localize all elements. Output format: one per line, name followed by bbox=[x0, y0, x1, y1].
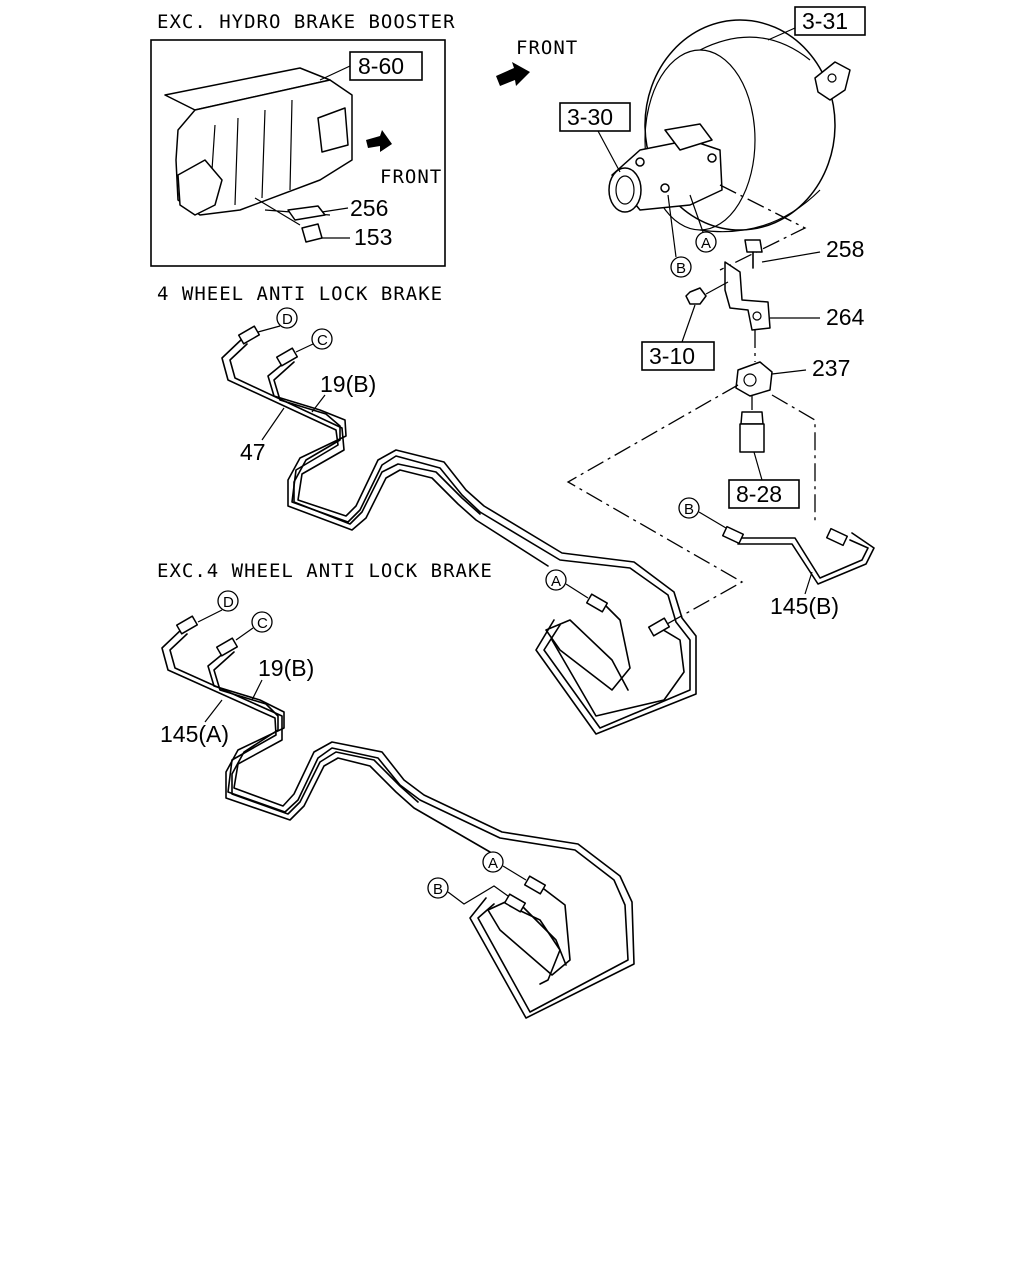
exc-abs-title: EXC.4 WHEEL ANTI LOCK BRAKE bbox=[157, 560, 493, 582]
hydro-booster-title: EXC. HYDRO BRAKE BOOSTER bbox=[157, 11, 456, 33]
connector-a-label-booster: A bbox=[701, 235, 711, 252]
part-19b-exc: 19(B) bbox=[258, 655, 314, 681]
connector-d-label-exc: D bbox=[223, 594, 234, 611]
bolt-258-illustration bbox=[744, 239, 763, 269]
connector-c-label-exc: C bbox=[257, 615, 268, 632]
front-label-top: FRONT bbox=[516, 37, 578, 59]
front-arrow-inset-icon bbox=[366, 130, 392, 152]
connector-a-exc bbox=[482, 851, 504, 873]
part-19b-abs: 19(B) bbox=[320, 371, 376, 397]
connector-d-exc bbox=[217, 590, 239, 612]
abs-pipes-illustration bbox=[221, 325, 697, 735]
part-153: 153 bbox=[354, 224, 392, 250]
ref-box-8-28 bbox=[728, 479, 800, 509]
ref-8-28: 8-28 bbox=[736, 481, 782, 507]
ref-box-3-31 bbox=[794, 6, 866, 36]
ref-box-3-30 bbox=[559, 102, 631, 132]
connector-b-label-booster: B bbox=[676, 260, 686, 277]
bracket-264-illustration bbox=[724, 261, 771, 331]
connector-a-booster bbox=[695, 231, 717, 253]
connector-d-abs bbox=[276, 307, 298, 329]
part-258: 258 bbox=[826, 236, 864, 262]
connector-a-label-abs: A bbox=[551, 573, 561, 590]
ref-3-30: 3-30 bbox=[567, 104, 613, 130]
ref-3-31: 3-31 bbox=[802, 8, 848, 34]
joint-237-illustration bbox=[735, 361, 773, 397]
ref-box-3-10 bbox=[641, 341, 715, 371]
connector-a-label-exc: A bbox=[488, 855, 498, 872]
connector-b-booster bbox=[670, 256, 692, 278]
connector-d-label-abs: D bbox=[282, 311, 293, 328]
brake-booster-illustration bbox=[608, 19, 851, 233]
part-256: 256 bbox=[350, 195, 388, 221]
part-145a: 145(A) bbox=[160, 721, 229, 747]
connector-c-label-abs: C bbox=[317, 332, 328, 349]
connector-c-abs bbox=[311, 328, 333, 350]
exc-abs-pipes-illustration bbox=[161, 615, 635, 1019]
pipe-145b-illustration bbox=[721, 525, 875, 585]
connector-b-exc bbox=[427, 877, 449, 899]
part-47: 47 bbox=[240, 439, 266, 465]
part-145b: 145(B) bbox=[770, 593, 839, 619]
connector-c-exc bbox=[251, 611, 273, 633]
front-arrow-icon bbox=[496, 62, 530, 86]
hvac-unit-illustration bbox=[164, 67, 353, 243]
abs-title: 4 WHEEL ANTI LOCK BRAKE bbox=[157, 283, 443, 305]
nut-illustration bbox=[685, 287, 707, 305]
switch-8-28-illustration bbox=[739, 411, 765, 453]
part-264: 264 bbox=[826, 304, 865, 330]
ref-8-60: 8-60 bbox=[358, 53, 404, 79]
ref-3-10: 3-10 bbox=[649, 343, 695, 369]
connector-b-pipe-145b bbox=[678, 497, 700, 519]
part-237: 237 bbox=[812, 355, 850, 381]
connector-b-label-pipe-145b: B bbox=[684, 501, 694, 518]
connector-a-abs bbox=[545, 569, 567, 591]
front-label-inset: FRONT bbox=[380, 166, 442, 188]
connector-b-label-exc: B bbox=[433, 881, 443, 898]
